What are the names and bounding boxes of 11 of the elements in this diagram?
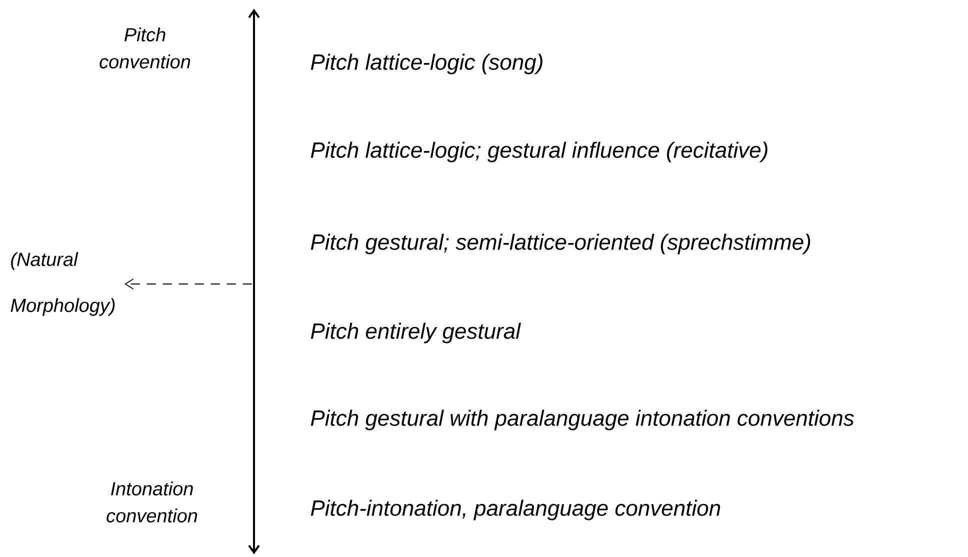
scale-level-text: Pitch gestural; semi-lattice-oriented (sprechstimme) [310, 234, 810, 254]
axis-end-label: (Natural Morphology) [10, 252, 115, 316]
scale-axis [248, 8, 260, 554]
axis-end-label: Pitch convention [100, 28, 190, 68]
scale-level-text: Pitch-intonation, paralanguage convention [310, 500, 720, 520]
scale-level-text: Pitch lattice-logic (song) [310, 54, 542, 74]
scale-level-text: Pitch lattice-logic; gestural influence (recitative) [310, 142, 768, 162]
dashed-arrow [124, 278, 252, 290]
axis-end-label: Intonation convention [106, 482, 198, 522]
scale-level-text: Pitch gestural with paralanguage intonation conventions [310, 410, 854, 430]
scale-level-text: Pitch entirely gestural [310, 322, 521, 344]
